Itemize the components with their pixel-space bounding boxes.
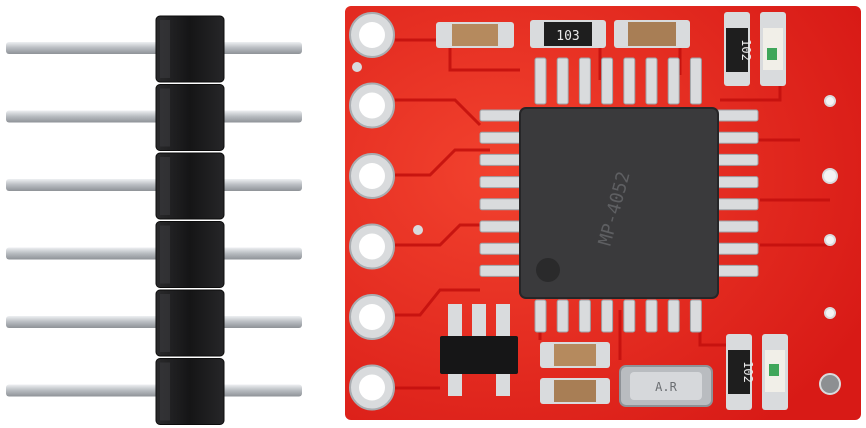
led-bottom [762,334,788,410]
chip-pin-bottom [601,299,614,333]
capacitor-bottom-2 [540,378,610,404]
led-top [760,12,786,86]
chip-pin-left [479,131,525,144]
header-plastic-highlight [160,294,170,352]
chip-pin-top [645,57,658,105]
header-plastic-segment [155,358,225,425]
chip-pin-top [534,57,547,105]
header-plastic-segment [155,221,225,288]
crystal: A.R [619,365,713,407]
chip-pin-right [713,198,759,211]
chip-pin-left [479,264,525,277]
chip-pin-top [667,57,680,105]
chip-pin1-dot [536,258,560,282]
capacitor-bottom-1 [540,342,610,368]
pin-header [6,15,302,425]
chip-pin-right [713,109,759,122]
capacitor-top-left [436,22,514,48]
chip-pin-right [713,220,759,233]
chip-pin-top [601,57,614,105]
chip-pin-bottom [623,299,636,333]
header-plastic-segment [155,15,225,83]
chip-body [519,107,719,299]
sot23-transistor [440,304,518,396]
chip-pin-left [479,176,525,189]
resistor-top-label: 103 [556,29,579,44]
chip-pin-left [479,153,525,166]
chip-pin-bottom [578,299,591,333]
edge-pad-hole [359,92,385,119]
chip-pin-right [713,153,759,166]
edge-pad-hole [359,304,385,330]
header-plastic-highlight [160,88,170,147]
vias [352,62,841,395]
crystal-label: A.R [655,380,677,394]
chip-pin-bottom [667,299,680,333]
header-pin [6,179,302,191]
smd-components: 103 102 [436,12,788,410]
edge-pad-hole [359,163,385,189]
chip-pin-right [713,131,759,144]
resistor-right-top: 102 [724,12,753,86]
header-plastic-highlight [160,20,170,78]
header-pin [6,110,302,123]
header-pin [6,42,302,54]
resistor-right-bottom-label: 102 [741,361,755,383]
header-pin [6,316,302,328]
header-plastic-highlight [160,157,170,215]
header-plastic-segment [155,152,225,220]
header-plastic-segment [155,84,225,151]
edge-pad-hole [359,374,385,401]
chip-pin-bottom [556,299,569,333]
header-plastic-highlight [160,362,170,421]
resistor-right-bottom: 102 [726,334,755,410]
resistor-top: 103 [530,20,606,48]
chip-pin-top [578,57,591,105]
chip-pin-left [479,198,525,211]
capacitor-top-right [614,20,690,48]
chip-pin-top [556,57,569,105]
chip-pin-bottom [689,299,702,333]
edge-pad-hole [359,22,385,48]
header-pin [6,247,302,260]
header-pin [6,384,302,397]
resistor-right-top-label: 102 [739,39,753,61]
chip-pin-left [479,109,525,122]
chip-pin-top [689,57,702,105]
pcb-traces [395,38,830,390]
chip-pin-left [479,242,525,255]
qfp-chip: MP-4052 [479,57,759,333]
header-plastic-segment [155,289,225,357]
chip-pin-bottom [534,299,547,333]
chip-pin-top [623,57,636,105]
chip-pin-right [713,176,759,189]
edge-pad-hole [359,233,385,260]
edge-pads [349,12,395,411]
chip-pin-right [713,264,759,277]
header-plastic-highlight [160,225,170,284]
chip-pin-right [713,242,759,255]
chip-pin-left [479,220,525,233]
chip-pin-bottom [645,299,658,333]
